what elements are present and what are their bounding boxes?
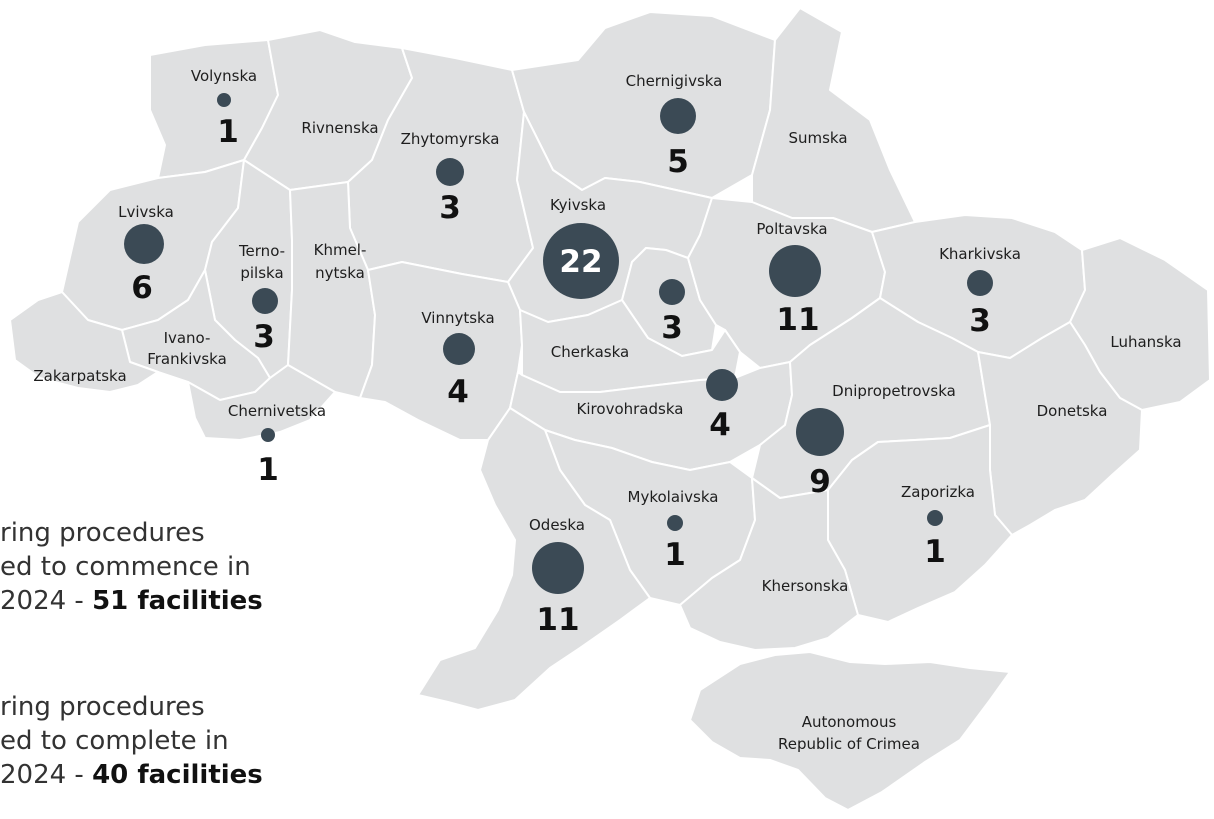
- facility-count-volynska: 1: [217, 114, 239, 150]
- region-label-chernigivska: Chernigivska: [626, 72, 723, 90]
- facility-count-dnipropetrovska: 9: [809, 464, 831, 500]
- region-label-kyivska: Kyivska: [550, 196, 606, 214]
- facility-count-odeska: 11: [536, 602, 579, 638]
- region-label-chernivetska: Chernivetska: [228, 402, 326, 420]
- region-label-odeska: Odeska: [529, 516, 585, 534]
- region-label-zakarpatska: Zakarpatska: [33, 367, 126, 385]
- facility-count-kyiv-city: 3: [661, 310, 683, 346]
- region-crimea[interactable]: [689, 651, 1011, 811]
- facility-count-kirovohradska: 4: [709, 407, 731, 443]
- facility-marker-kyiv-city[interactable]: [659, 279, 685, 305]
- region-label-vinnytska: Vinnytska: [421, 309, 494, 327]
- region-label-kirovohradska: Kirovohradska: [577, 400, 684, 418]
- note-complete: ring procedures ed to complete in 2024 -…: [0, 690, 263, 792]
- facility-marker-zaporizka[interactable]: [927, 510, 943, 526]
- facility-marker-chernivetska[interactable]: [261, 428, 275, 442]
- region-sumska[interactable]: [751, 7, 916, 233]
- region-label-volynska: Volynska: [191, 67, 257, 85]
- note-commence-text: ring procedures ed to commence in 2024 -: [0, 518, 251, 616]
- region-label-lvivska: Lvivska: [118, 203, 174, 221]
- note-complete-text: ring procedures ed to complete in 2024 -: [0, 692, 229, 790]
- region-label-ternopilska: Terno-pilska: [238, 242, 285, 282]
- facility-marker-dnipropetrovska[interactable]: [796, 408, 844, 456]
- facility-marker-odeska[interactable]: [532, 542, 584, 594]
- region-ivano-frankivska[interactable]: [121, 269, 271, 401]
- facility-marker-kyivska[interactable]: [543, 223, 619, 299]
- region-label-khersonska: Khersonska: [762, 577, 849, 595]
- region-label-ivano-frankivska: Ivano-Frankivska: [147, 329, 227, 368]
- region-label-mykolaivska: Mykolaivska: [628, 488, 719, 506]
- facility-marker-ternopilska[interactable]: [252, 288, 278, 314]
- region-label-kharkivska: Kharkivska: [939, 245, 1021, 263]
- region-zakarpatska[interactable]: [9, 291, 159, 393]
- note-commence-count: 51 facilities: [92, 586, 263, 616]
- region-khersonska[interactable]: [679, 477, 859, 651]
- facility-count-poltavska: 11: [776, 302, 819, 338]
- region-label-cherkaska: Cherkaska: [551, 343, 629, 361]
- facility-marker-mykolaivska[interactable]: [667, 515, 683, 531]
- facility-marker-lvivska[interactable]: [124, 224, 164, 264]
- facility-count-lvivska: 6: [131, 270, 153, 306]
- facility-count-zaporizka: 1: [924, 534, 946, 570]
- facility-marker-volynska[interactable]: [217, 93, 231, 107]
- region-vinnytska[interactable]: [359, 261, 523, 441]
- facility-count-kharkivska: 3: [969, 303, 991, 339]
- facility-marker-zhytomyrska[interactable]: [436, 158, 464, 186]
- facility-count-chernivetska: 1: [257, 452, 279, 488]
- note-complete-count: 40 facilities: [92, 760, 263, 790]
- facility-marker-kharkivska[interactable]: [967, 270, 993, 296]
- facility-count-vinnytska: 4: [447, 374, 469, 410]
- facility-count-kyivska: 22: [559, 244, 602, 280]
- note-commence: ring procedures ed to commence in 2024 -…: [0, 516, 263, 618]
- region-label-dnipropetrovska: Dnipropetrovska: [832, 382, 956, 400]
- facility-count-mykolaivska: 1: [664, 537, 686, 573]
- facility-marker-chernigivska[interactable]: [660, 98, 696, 134]
- region-label-zaporizka: Zaporizka: [901, 483, 975, 501]
- region-label-sumska: Sumska: [788, 129, 847, 147]
- facility-marker-vinnytska[interactable]: [443, 333, 475, 365]
- region-chernivetska[interactable]: [187, 364, 336, 441]
- facility-count-chernigivska: 5: [667, 144, 689, 180]
- region-label-zhytomyrska: Zhytomyrska: [401, 130, 500, 148]
- region-label-luhanska: Luhanska: [1110, 333, 1181, 351]
- region-label-poltavska: Poltavska: [756, 220, 827, 238]
- facility-marker-kirovohradska[interactable]: [706, 369, 738, 401]
- facility-count-zhytomyrska: 3: [439, 190, 461, 226]
- facility-count-ternopilska: 3: [253, 319, 275, 355]
- region-label-donetska: Donetska: [1037, 402, 1108, 420]
- region-label-khmelnytska: Khmel-nytska: [314, 241, 367, 282]
- region-label-rivnenska: Rivnenska: [301, 119, 378, 137]
- facility-marker-poltavska[interactable]: [769, 245, 821, 297]
